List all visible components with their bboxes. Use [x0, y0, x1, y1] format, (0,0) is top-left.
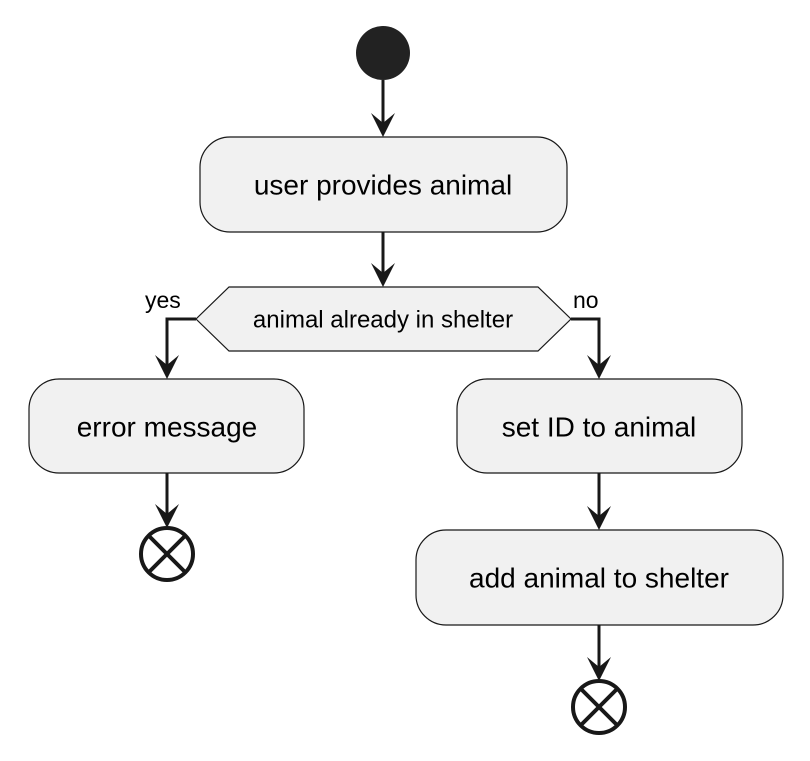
arrowhead-add-animal: [587, 506, 611, 530]
arrowhead-end-right: [587, 657, 611, 681]
branch-label-yes: yes: [145, 287, 181, 313]
arrowhead-error-message: [155, 355, 179, 379]
node-user-provides-animal-label: user provides animal: [254, 170, 512, 201]
node-set-id-to-animal: set ID to animal: [456, 378, 743, 474]
node-add-animal-to-shelter-label: add animal to shelter: [469, 563, 729, 594]
node-add-animal-to-shelter: add animal to shelter: [415, 529, 784, 626]
start-node-icon: [356, 26, 410, 80]
end-node-icon: [139, 526, 195, 582]
decision-animal-already-in-shelter: animal already in shelter: [195, 286, 572, 352]
arrowhead-decision: [371, 263, 395, 287]
arrowhead-user-provides: [371, 113, 395, 137]
node-set-id-to-animal-label: set ID to animal: [502, 412, 697, 443]
edge-decision-to-set-id: [571, 317, 601, 369]
arrowhead-set-id: [587, 355, 611, 379]
end-node-icon: [571, 679, 627, 735]
node-user-provides-animal: user provides animal: [199, 136, 568, 233]
decision-label: animal already in shelter: [253, 307, 513, 334]
arrowhead-end-left: [155, 504, 179, 528]
branch-label-no: no: [573, 287, 599, 313]
node-error-message-label: error message: [77, 412, 258, 443]
node-error-message: error message: [28, 378, 305, 474]
edge-decision-to-error-message: [165, 317, 196, 369]
